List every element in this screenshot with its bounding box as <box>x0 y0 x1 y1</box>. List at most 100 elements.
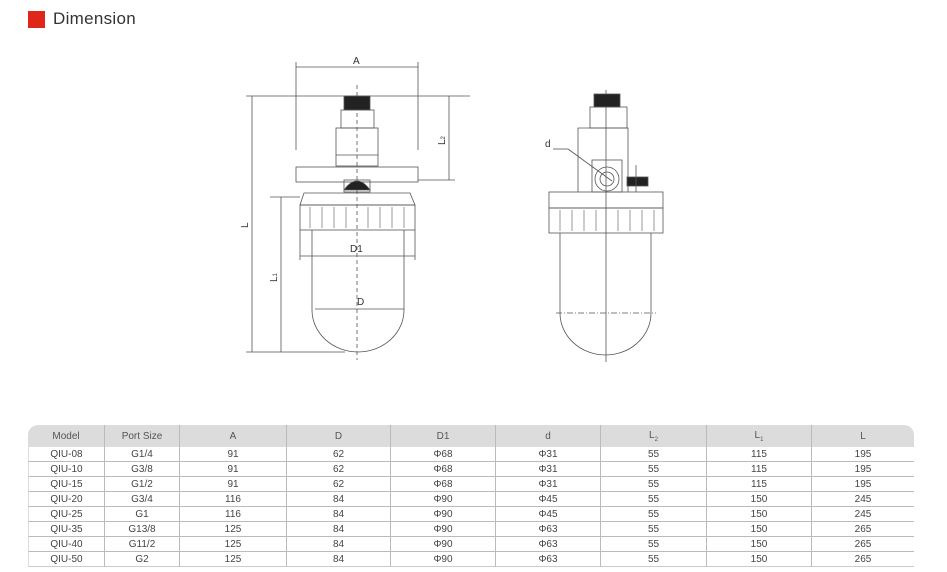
column-header: L <box>812 425 914 447</box>
table-cell: 115 <box>707 477 812 492</box>
front-view: A D1 D L L1 L2 <box>240 56 470 360</box>
label-A: A <box>353 56 360 67</box>
column-header-label: L <box>860 430 866 442</box>
svg-text:L1: L1 <box>269 272 280 282</box>
column-header-label: Model <box>52 430 80 442</box>
label-d: d <box>545 139 551 150</box>
table-cell: 265 <box>812 552 914 567</box>
label-L1: L <box>269 276 280 282</box>
label-L2: L <box>437 139 448 145</box>
table-cell: 55 <box>601 462 707 477</box>
table-cell: G3/8 <box>105 462 180 477</box>
table-cell: 150 <box>707 507 812 522</box>
table-cell: QIU-25 <box>28 507 105 522</box>
table-cell: 62 <box>287 477 391 492</box>
table-cell: Φ63 <box>496 537 601 552</box>
table-cell: 84 <box>287 522 391 537</box>
table-cell: G3/4 <box>105 492 180 507</box>
table-cell: 195 <box>812 447 914 462</box>
table-cell: 150 <box>707 522 812 537</box>
table-cell: 55 <box>601 552 707 567</box>
table-cell: Φ90 <box>391 507 496 522</box>
label-D: D <box>357 297 364 308</box>
dimension-drawing: A D1 D L L1 L2 <box>240 56 664 362</box>
table-cell: 55 <box>601 477 707 492</box>
table-cell: QIU-10 <box>28 462 105 477</box>
table-cell: 115 <box>707 447 812 462</box>
table-cell: QIU-50 <box>28 552 105 567</box>
column-header-sub: 1 <box>760 436 764 443</box>
label-D1: D1 <box>350 244 363 255</box>
column-header-label: D1 <box>436 430 450 442</box>
table-cell: 245 <box>812 492 914 507</box>
table-cell: G2 <box>105 552 180 567</box>
column-header-label: d <box>545 430 551 442</box>
table-cell: Φ31 <box>496 447 601 462</box>
table-cell: 125 <box>180 552 287 567</box>
table-cell: Φ45 <box>496 507 601 522</box>
table-cell: QIU-15 <box>28 477 105 492</box>
table-cell: QIU-20 <box>28 492 105 507</box>
section-title: Dimension <box>28 9 136 29</box>
table-cell: 55 <box>601 537 707 552</box>
table-cell: QIU-08 <box>28 447 105 462</box>
column-header: A <box>180 425 287 447</box>
column-header-label: L <box>649 429 655 441</box>
table-cell: Φ31 <box>496 477 601 492</box>
red-square-icon <box>28 10 45 28</box>
table-cell: Φ68 <box>391 447 496 462</box>
table-cell: 84 <box>287 552 391 567</box>
label-L2-sub: 2 <box>441 135 447 139</box>
column-header: Port Size <box>105 425 180 447</box>
table-cell: 150 <box>707 552 812 567</box>
table-cell: 62 <box>287 462 391 477</box>
table-cell: 125 <box>180 537 287 552</box>
table-cell: 62 <box>287 447 391 462</box>
table-cell: 115 <box>707 462 812 477</box>
table-cell: 195 <box>812 477 914 492</box>
table-cell: Φ63 <box>496 522 601 537</box>
table-cell: G1 <box>105 507 180 522</box>
column-header: d <box>496 425 601 447</box>
table-cell: 116 <box>180 507 287 522</box>
svg-text:L2: L2 <box>437 135 448 145</box>
table-cell: 125 <box>180 522 287 537</box>
table-cell: 91 <box>180 462 287 477</box>
table-cell: Φ90 <box>391 537 496 552</box>
table-cell: G1/4 <box>105 447 180 462</box>
table-cell: 195 <box>812 462 914 477</box>
label-L1-sub: 1 <box>273 272 279 276</box>
label-L: L <box>240 222 251 228</box>
table-cell: Φ68 <box>391 477 496 492</box>
column-header-sub: 2 <box>654 436 658 443</box>
table-cell: 55 <box>601 507 707 522</box>
table-cell: G11/2 <box>105 537 180 552</box>
table-cell: 55 <box>601 447 707 462</box>
table-cell: Φ63 <box>496 552 601 567</box>
section-title-text: Dimension <box>53 9 137 28</box>
column-header: D <box>287 425 391 447</box>
table-cell: Φ68 <box>391 462 496 477</box>
table-cell: 150 <box>707 537 812 552</box>
table-cell: Φ90 <box>391 522 496 537</box>
column-header-label: A <box>229 430 237 442</box>
table-cell: Φ90 <box>391 492 496 507</box>
table-cell: 245 <box>812 507 914 522</box>
table-cell: 265 <box>812 537 914 552</box>
table-cell: 91 <box>180 447 287 462</box>
table-cell: QIU-35 <box>28 522 105 537</box>
column-header-label: D <box>334 430 343 442</box>
column-header: L1 <box>707 425 812 447</box>
table-cell: 265 <box>812 522 914 537</box>
table-cell: G13/8 <box>105 522 180 537</box>
table-cell: G1/2 <box>105 477 180 492</box>
